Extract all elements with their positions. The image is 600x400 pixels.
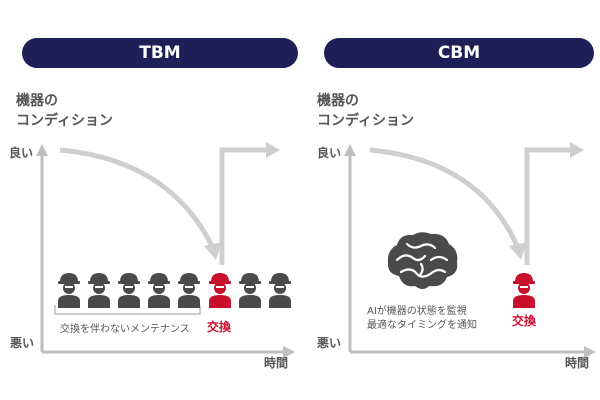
cbm-time-label: 時間 (565, 356, 590, 370)
tbm-y-label-line2: コンディション (16, 113, 114, 129)
tbm-y-axis-label: 機器の コンディション (16, 91, 113, 131)
cbm-y-label-line1: 機器の (317, 93, 359, 109)
tbm-replace-label: 交換 (207, 320, 232, 334)
maintenance-worker-icon (148, 273, 170, 308)
cbm-good-label: 良い (317, 146, 342, 160)
cbm-x-arrowhead (584, 346, 596, 358)
tbm-y-arrowhead (36, 144, 48, 156)
cbm-y-axis-label: 機器の コンディション (317, 91, 414, 131)
tbm-chart (36, 142, 295, 358)
brain-icon (387, 232, 458, 289)
maintenance-worker-icon (118, 273, 140, 308)
cbm-curve-arrowhead (509, 242, 527, 260)
cbm-chart (344, 142, 596, 358)
cbm-recovery-arrowhead (570, 142, 584, 158)
tbm-recovery-arrowhead (266, 142, 280, 158)
maintenance-worker-icon (239, 273, 261, 308)
cbm-ai-note-line1: AIが機器の状態を監視 (367, 306, 467, 317)
cbm-ai-note: AIが機器の状態を監視 最適なタイミングを通知 (367, 305, 477, 333)
maintenance-worker-icon (269, 273, 291, 308)
tbm-recovery-line (219, 147, 268, 265)
tbm-x-arrowhead (283, 346, 295, 358)
tbm-condition-curve (59, 147, 216, 250)
tbm-bad-label: 悪い (10, 336, 35, 350)
tbm-curve-arrowhead (204, 242, 222, 260)
maintenance-worker-icon (58, 273, 80, 308)
cbm-replace-label: 交換 (512, 314, 537, 328)
replacement-worker-icon (513, 273, 535, 308)
tbm-time-label: 時間 (264, 356, 289, 370)
tbm-y-label-line1: 機器の (16, 93, 58, 109)
cbm-recovery-line (524, 147, 572, 265)
cbm-ai-note-line2: 最適なタイミングを通知 (367, 320, 477, 331)
tbm-title: TBM (22, 38, 298, 68)
cbm-panel: CBM 機器の コンディション 良い 悪い 時間 AIが機器の状態を監視 最適な… (300, 0, 600, 400)
replacement-worker-icon (209, 273, 231, 308)
tbm-panel: TBM 機器の コンディション 良い 悪い 時間 交換を伴わないメンテナンス 交… (9, 38, 298, 370)
maintenance-worker-icon (88, 273, 110, 308)
maintenance-worker-icon (178, 273, 200, 308)
tbm-axes (40, 152, 285, 354)
tbm-maintenance-note: 交換を伴わないメンテナンス (60, 324, 190, 335)
tbm-maintenance-bracket (54, 305, 201, 315)
cbm-y-label-line2: コンディション (317, 113, 415, 129)
tbm-good-label: 良い (9, 146, 34, 160)
cbm-bad-label: 悪い (317, 336, 342, 350)
cbm-condition-curve (369, 147, 521, 249)
cbm-y-arrowhead (344, 144, 356, 156)
cbm-title: CBM (324, 38, 594, 68)
cbm-axes (348, 152, 586, 354)
